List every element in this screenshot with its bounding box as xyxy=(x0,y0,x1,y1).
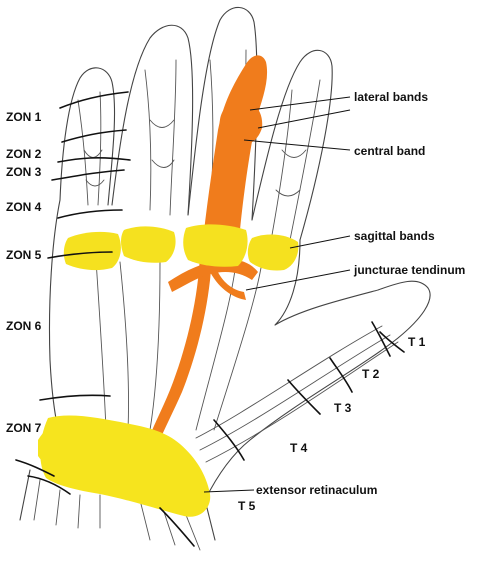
sagittal-band-4 xyxy=(247,234,299,271)
juncturae-branch xyxy=(210,268,246,300)
thumb-zone-labels: T 1 T 2 T 3 T 4 T 5 xyxy=(238,335,426,513)
structure-labels: lateral bands central band sagittal band… xyxy=(256,90,465,497)
lateral-bands-loop xyxy=(219,99,263,144)
extensor-tendon xyxy=(146,55,268,448)
sagittal-bands xyxy=(63,224,299,271)
zone-4-label: ZON 4 xyxy=(6,200,42,214)
thumb-zone-2-label: T 2 xyxy=(362,367,380,381)
thumb-zone-4-label: T 4 xyxy=(290,441,308,455)
hand-outline xyxy=(19,6,431,541)
sagittal-bands-label: sagittal bands xyxy=(354,229,435,243)
central-tendon-shaft xyxy=(146,255,212,448)
juncturae-tendinum-shape xyxy=(168,259,258,292)
sagittal-band-2 xyxy=(121,226,176,263)
zone-6-label: ZON 6 xyxy=(6,319,42,333)
sagittal-band-1 xyxy=(63,231,121,271)
zone-5-label: ZON 5 xyxy=(6,248,42,262)
zone-1-label: ZON 1 xyxy=(6,110,42,124)
thumb-zone-1-label: T 1 xyxy=(408,335,426,349)
central-band-label: central band xyxy=(354,144,425,158)
zone-7-label: ZON 7 xyxy=(6,421,42,435)
retinaculum-extension xyxy=(38,422,60,470)
zone-3-label: ZON 3 xyxy=(6,165,42,179)
thumb-zone-5-label: T 5 xyxy=(238,499,256,513)
zone-2-label: ZON 2 xyxy=(6,147,42,161)
extensor-retinaculum-band xyxy=(40,415,211,517)
lateral-bands-label: lateral bands xyxy=(354,90,428,104)
zone-labels: ZON 1 ZON 2 ZON 3 ZON 4 ZON 5 ZON 6 ZON … xyxy=(6,110,42,435)
leader-lines xyxy=(203,96,351,493)
zone-boundary-lines xyxy=(15,91,405,547)
juncturae-tendinum-label: juncturae tendinum xyxy=(353,263,465,277)
thumb-zone-3-label: T 3 xyxy=(334,401,352,415)
sagittal-band-3 xyxy=(183,224,248,267)
extensor-retinaculum-label: extensor retinaculum xyxy=(256,483,377,497)
